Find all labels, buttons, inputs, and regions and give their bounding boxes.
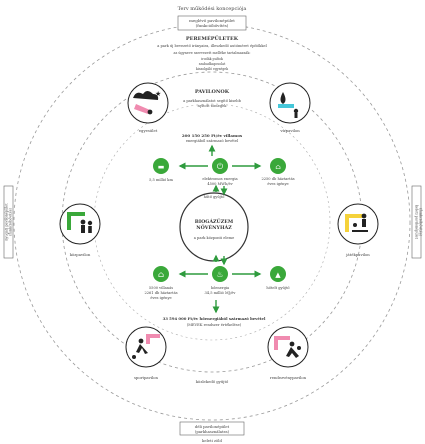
top-box-line1: meglévő pavilonépület	[189, 18, 235, 23]
pavilion-bottom-left-circle	[125, 326, 167, 368]
car-icon: ▬	[158, 163, 165, 171]
person-icon	[289, 341, 295, 347]
water-drop-icon	[280, 92, 286, 104]
peremepuletek-desc: a park új bevezető irányaira, illeszkedő…	[157, 43, 267, 48]
pavilion-left-label: közpavilon	[70, 252, 91, 257]
pavilion-left	[59, 203, 101, 245]
right-side-line1: keleti pavilonépület	[415, 205, 419, 240]
electric-label: elektromos energia	[202, 177, 238, 181]
ball-icon	[132, 355, 136, 359]
pavilonok-desc1: a parkhasználatot segítő kisebb	[183, 99, 242, 103]
plug-icon: ⏻	[217, 162, 224, 171]
person-icon	[293, 108, 299, 114]
pavilion-right	[337, 203, 379, 245]
pink-accent-icon	[274, 336, 290, 350]
energy-revenue-line2: energiából származó bevétel	[186, 139, 239, 143]
pavilion-bottom-left-label: sportpavilon	[134, 375, 159, 380]
peremepuletek-line4: kiszolgáló egységek	[196, 67, 228, 71]
flame-icon: ♨	[216, 270, 223, 279]
pavilonok-desc2: nyitott tömegek	[198, 104, 228, 108]
person-body-icon	[88, 226, 92, 233]
pavilion-left-circle	[59, 203, 101, 245]
heat-collector-label: hőtelt gyűjtő	[266, 286, 289, 290]
pavilion-bottom-right-label: rendezvénypavilon	[270, 375, 307, 380]
bottom-footer: keleti zöld	[202, 438, 222, 443]
center-title-line2: NÖVÉNYHÁZ	[196, 223, 232, 231]
pavilion-top-right-circle	[269, 82, 311, 124]
runner-icon	[136, 344, 148, 354]
peremepuletek-line1: az úgyneve szervezett melléke tartalmazz…	[173, 50, 250, 55]
yellow-accent-icon	[345, 214, 363, 232]
person-icon	[353, 223, 357, 227]
person-icon	[80, 219, 86, 225]
page-title: Terv működési koncepciója	[178, 5, 247, 12]
left-side-box	[3, 185, 14, 259]
house-value-line1: 5500 villanás	[149, 286, 173, 290]
peremepuletek-line3: szabadkapcsolat	[199, 62, 226, 66]
person-icon	[87, 220, 93, 226]
household-value-line2: éves igénye	[267, 182, 288, 186]
heat-collector-node	[270, 266, 286, 282]
top-box-line2: (funkcióbővítés)	[196, 23, 229, 28]
person-icon	[138, 338, 144, 344]
heat-revenue-line2: (MEVEK rendszer értékelése)	[187, 323, 242, 327]
house-node	[153, 266, 169, 282]
dancer-icon	[286, 347, 299, 358]
household-node	[270, 158, 286, 174]
collector-icon: ▲	[275, 271, 281, 279]
household-value-line1: 2250 db háztartás	[261, 177, 294, 181]
pavilion-top-left-circle	[127, 82, 169, 124]
pink-accent-icon	[146, 334, 160, 344]
person-icon	[361, 213, 367, 219]
pavilonok-title: PAVILONOK	[195, 89, 230, 95]
top-box	[177, 15, 247, 31]
cloud-icon	[133, 91, 159, 100]
center-title-line1: BIOGÁZÜZEM	[195, 218, 234, 225]
person-body-icon	[362, 219, 366, 227]
peremepuletek-title: PEREMÉPÜLETEK	[186, 34, 239, 42]
electric-node	[212, 158, 228, 174]
person-body-icon	[81, 225, 85, 233]
house-value-line3: éves igénye	[150, 296, 171, 300]
house-value-line2: 2261 db háztartás	[144, 291, 177, 295]
star-icon: ★	[155, 90, 161, 98]
bottom-box-line1: déli pavilonépület	[195, 424, 230, 429]
heat-revenue-line1: 33 594 000 Ft/év hőenergiából származó b…	[163, 316, 266, 321]
heat-label: hőenergia	[211, 286, 230, 290]
green-accent-icon	[67, 212, 85, 230]
bottom-box	[179, 421, 245, 436]
peremepuletek-line2: irodák pultok	[201, 57, 223, 61]
upper-collector-label: hűtő gyűjtő	[204, 195, 225, 199]
pavilion-top-left: ★	[127, 82, 169, 124]
left-side-line2: (funkcióbővítés)	[9, 207, 13, 235]
heat-amount: 34,5 millió MJ/év	[205, 291, 237, 295]
right-side-box	[411, 185, 422, 259]
household-icon: ⌂	[275, 163, 280, 171]
pavilion-bottom-right	[267, 326, 309, 368]
pink-accent-icon	[134, 104, 150, 114]
bottom-mid-label: közlekedő gyűjtő	[196, 379, 229, 384]
person-icon	[147, 109, 153, 115]
center-subtitle: a park központi eleme	[194, 236, 234, 240]
pavilion-bottom-left	[125, 326, 167, 368]
house-icon: ⌂	[158, 270, 164, 279]
person-icon	[297, 346, 301, 350]
pavilion-right-circle	[337, 203, 379, 245]
person-body-icon	[294, 113, 298, 118]
electric-amount: 4500 MWh/év	[207, 182, 233, 186]
energy-revenue-line1: 200 150 250 Ft/év villamos	[182, 133, 243, 138]
car-value: 5,5 millió km	[149, 178, 173, 182]
pavilion-top-right	[269, 82, 311, 124]
left-side-line1: nyugati pavilonépület	[5, 203, 9, 241]
bottom-box-line2: (parkhasználatra)	[195, 429, 230, 434]
car-node	[153, 158, 169, 174]
pavilion-top-left-label: egyesület	[139, 128, 158, 133]
right-side-line2: (funkcióbővítés)	[419, 208, 423, 236]
heat-node	[212, 266, 228, 282]
cyan-accent-icon	[278, 104, 294, 108]
pavilion-right-label: játékpavilon	[345, 252, 370, 257]
table-icon	[352, 230, 368, 232]
pavilion-top-right-label: vízpavilon	[279, 128, 300, 133]
